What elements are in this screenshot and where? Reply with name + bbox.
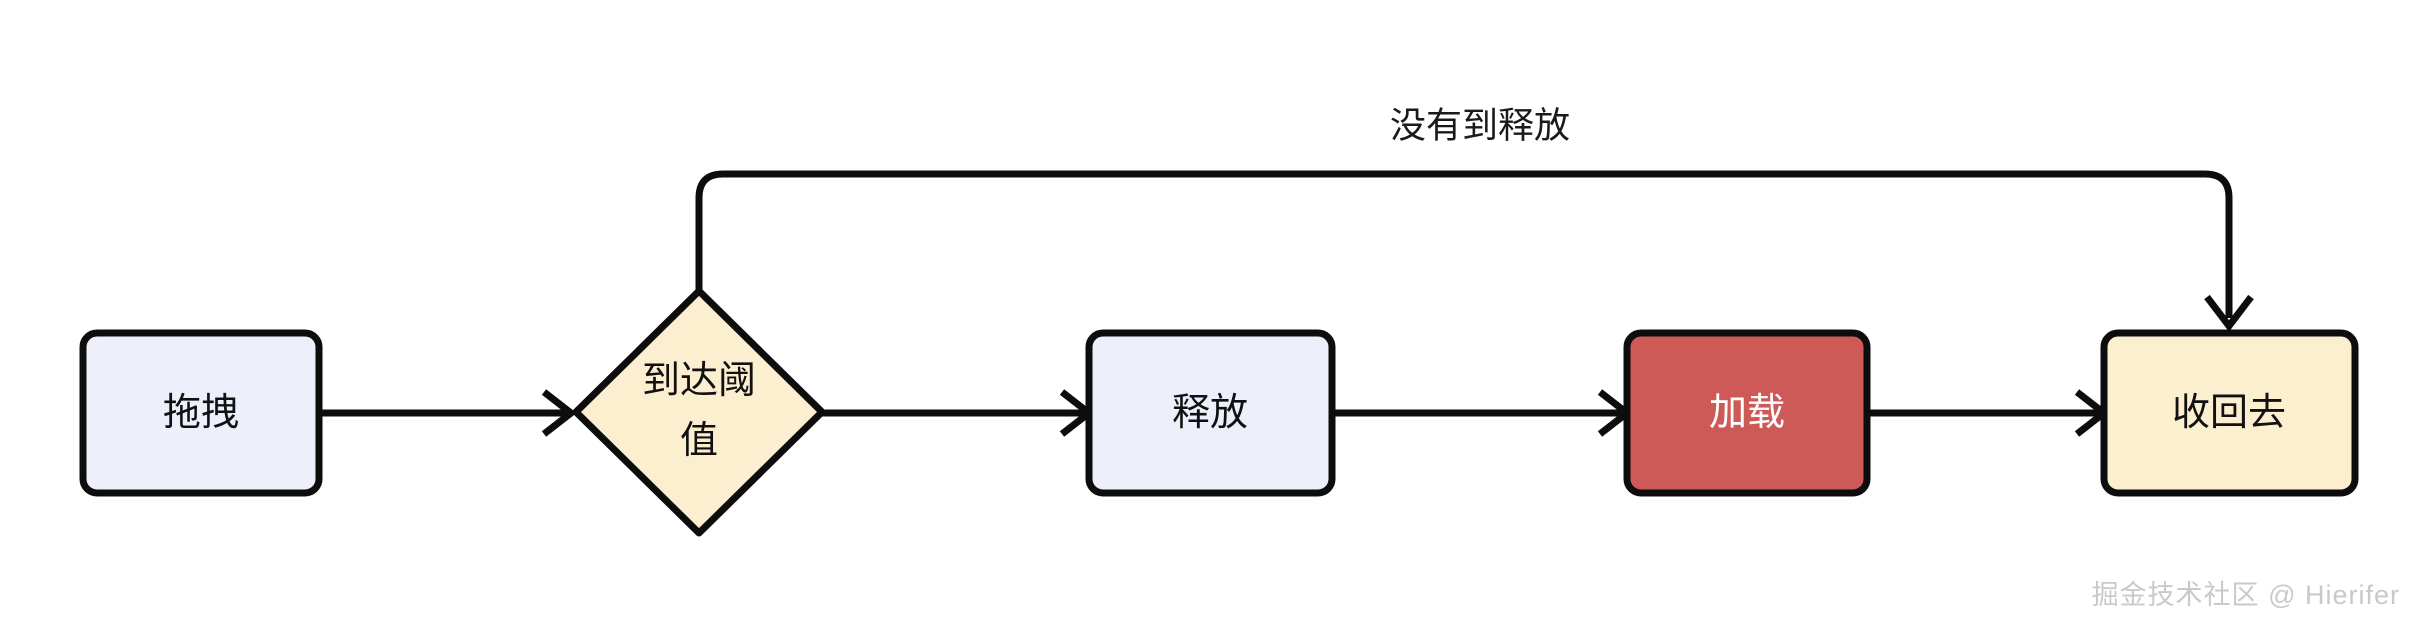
arrowhead-icon <box>541 389 577 437</box>
edge-drag-to-threshold <box>319 389 577 437</box>
node-load[interactable]: 加载 <box>1623 329 1871 497</box>
arrowhead-icon <box>2204 294 2254 332</box>
node-threshold-label-line2: 值 <box>680 420 718 462</box>
node-load-shape[interactable] <box>1623 329 1871 497</box>
edge-path-loop <box>695 170 2233 318</box>
edge-release-to-load <box>1332 389 1633 437</box>
node-release-label: 释放 <box>1172 392 1248 434</box>
node-threshold-label-line1: 到达阈 <box>642 360 756 402</box>
node-retract-shape[interactable] <box>2100 329 2359 497</box>
edge-load-to-retract <box>1867 389 2110 437</box>
node-drag-shape[interactable] <box>79 329 323 497</box>
node-load-label: 加载 <box>1709 392 1785 434</box>
node-release[interactable]: 释放 <box>1085 329 1336 497</box>
node-threshold[interactable]: 到达阈 值 <box>572 287 826 537</box>
edge-threshold-to-release <box>822 389 1095 437</box>
node-retract-label: 收回去 <box>2172 392 2286 434</box>
node-release-shape[interactable] <box>1085 329 1336 497</box>
watermark: 掘金技术社区 @ Hierifer <box>2092 580 2400 610</box>
node-threshold-shape[interactable] <box>572 287 826 537</box>
node-drag[interactable]: 拖拽 <box>79 329 323 497</box>
edge-threshold-to-retract-loop: 没有到释放 <box>695 105 2254 332</box>
edge-label-loop-top: 没有到释放 <box>1390 105 1570 146</box>
node-drag-label: 拖拽 <box>163 392 239 434</box>
node-retract[interactable]: 收回去 <box>2100 329 2359 497</box>
